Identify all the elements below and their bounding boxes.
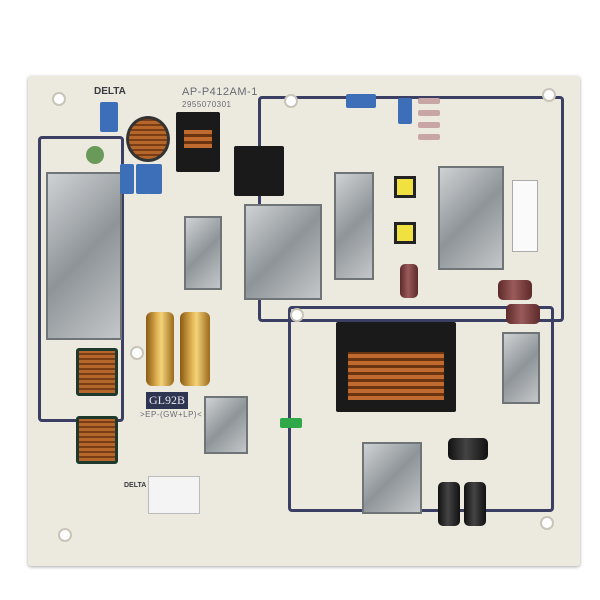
resistor [418,110,440,116]
transformer-winding [184,130,212,148]
heatsink [334,172,374,280]
electrolytic-capacitor [464,482,486,526]
mounting-hole [290,308,304,322]
heatsink [244,204,322,300]
electrolytic-capacitor [506,304,540,324]
inductor-coil [76,416,118,464]
label-sticker [148,476,200,514]
mounting-hole [284,94,298,108]
electrolytic-capacitor [180,312,210,386]
electrolytic-capacitor [448,438,488,460]
inductor-coil [126,116,170,162]
resistor [418,134,440,140]
heatsink [184,216,222,290]
brand-logo: DELTA [94,86,126,97]
green-capacitor [86,146,104,164]
mounting-hole [542,88,556,102]
mounting-hole [130,346,144,360]
heatsink [362,442,422,514]
small-inductor [394,222,416,244]
film-capacitor [398,98,412,124]
film-capacitor [120,164,134,194]
material-code-label: >EP-(GW+LP)< [140,410,203,419]
model-label: AP-P412AM-1 [182,86,258,98]
electrolytic-capacitor [438,482,460,526]
output-connector [512,180,538,252]
mounting-hole [58,528,72,542]
heatsink [438,166,504,270]
mounting-hole [540,516,554,530]
green-component [280,418,302,428]
film-capacitor [100,102,118,132]
transformer-winding [348,352,444,400]
film-capacitor [148,164,162,194]
small-inductor [394,176,416,198]
heatsink [204,396,248,454]
film-capacitor [346,94,376,108]
heatsink [502,332,540,404]
inductor-coil [76,348,118,396]
film-capacitor [136,164,150,194]
electrolytic-capacitor [498,280,532,300]
transformer [234,146,284,196]
heatsink [46,172,122,340]
resistor [418,122,440,128]
brand-logo-lower: DELTA [124,482,147,489]
board-code-label: GL92B [146,392,188,409]
resistor [418,98,440,104]
electrolytic-capacitor [146,312,174,386]
electrolytic-capacitor [400,264,418,298]
circuit-board: DELTA AP-P412AM-1 2955070301 GL92B [28,76,580,566]
part-number-label: 2955070301 [182,100,232,109]
mounting-hole [52,92,66,106]
